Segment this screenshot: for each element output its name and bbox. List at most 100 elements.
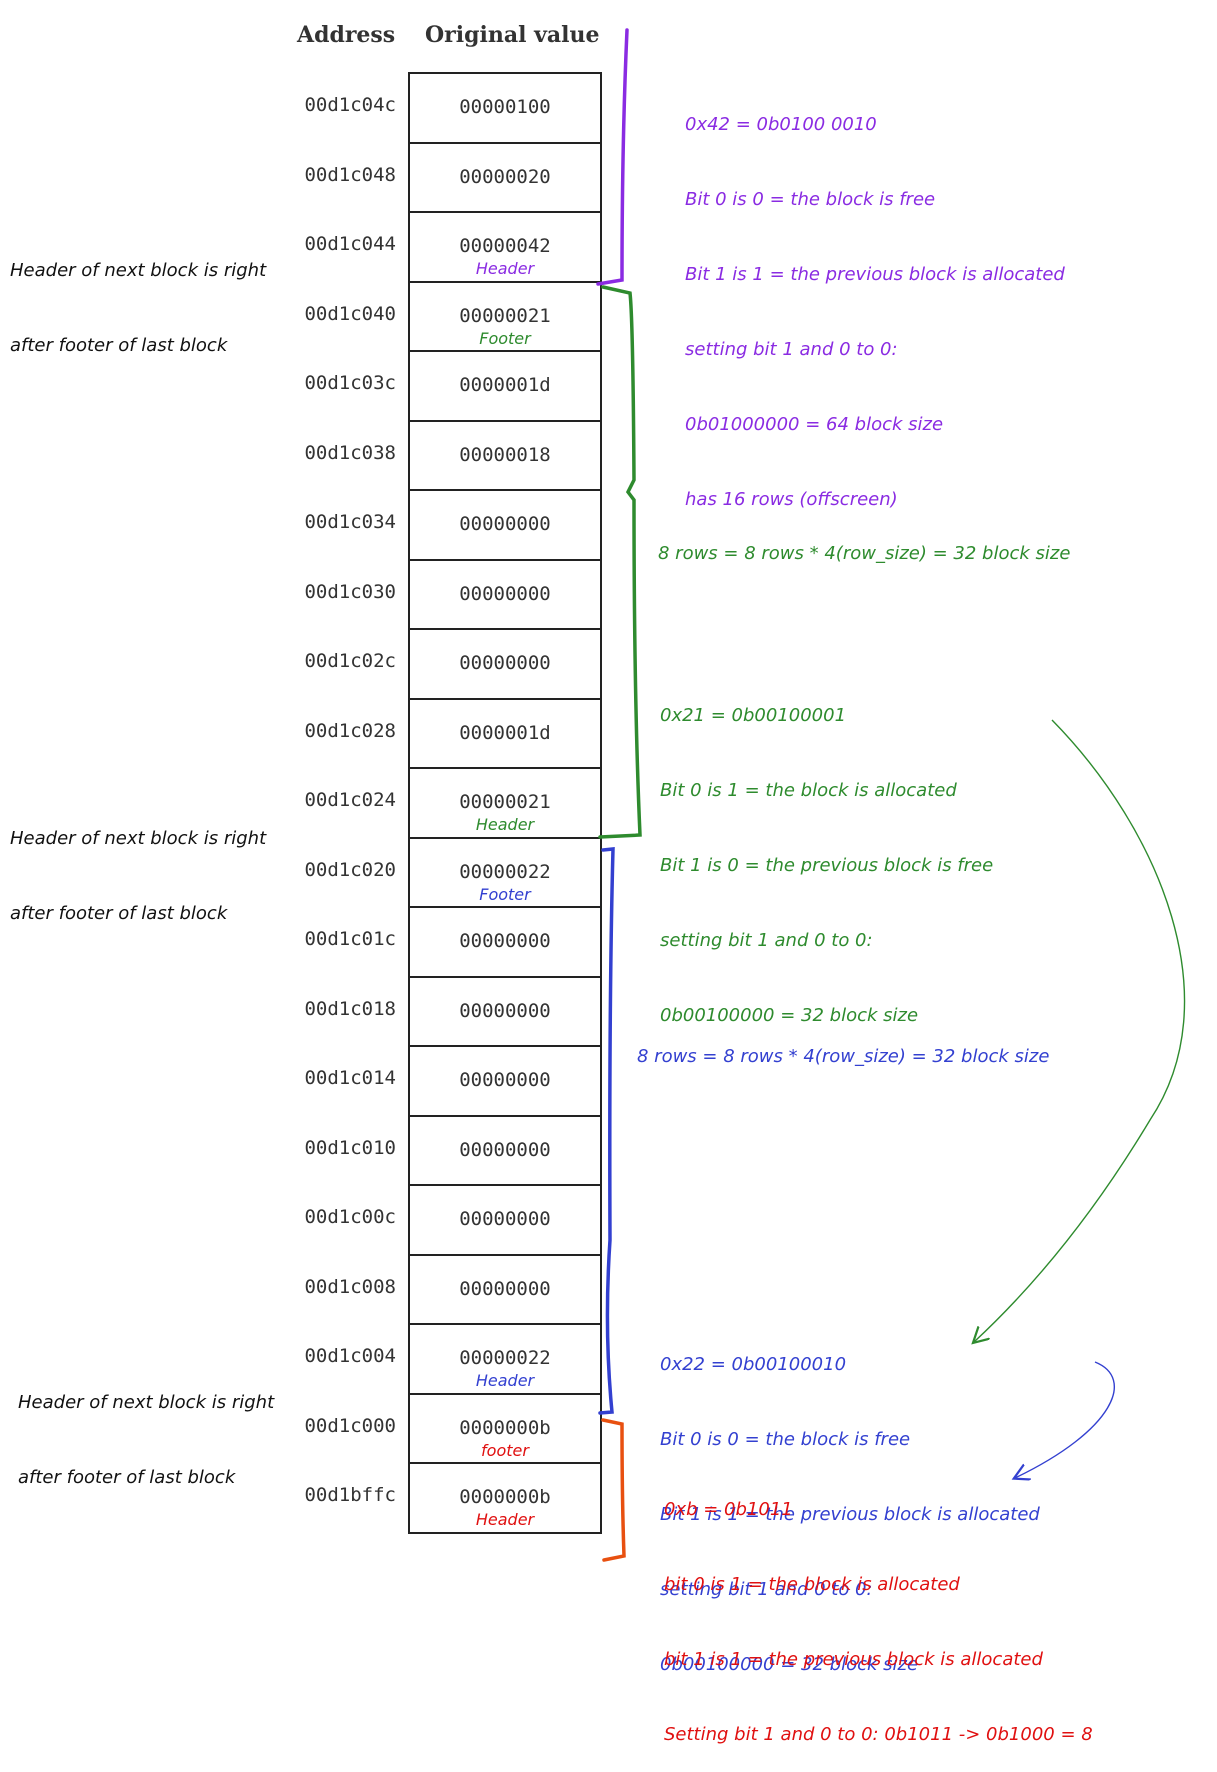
memory-value: 00000021 (459, 791, 551, 813)
memory-value: 0000001d (459, 721, 551, 744)
blue-arrow (1015, 1361, 1115, 1478)
memory-value: 00000021 (459, 304, 551, 327)
memory-value: 0000000b (459, 1486, 551, 1508)
side-note-line: after footer of last block (10, 335, 228, 356)
blue-bracket (598, 847, 615, 1415)
side-note-3: Header of next block is right after foot… (18, 1340, 274, 1515)
side-note-2: Header of next block is right after foot… (10, 776, 266, 951)
green-rows-note: 8 rows = 8 rows * 4(row_size) = 32 block… (658, 543, 1071, 564)
memory-value: 00000000 (459, 652, 551, 674)
green-bracket (598, 285, 642, 839)
address-label: 00d1c024 (304, 789, 396, 811)
block-tag: Header (475, 259, 535, 278)
memory-value: 00000022 (459, 1347, 551, 1369)
block-tag: Header (475, 815, 535, 834)
note-line: 0x22 = 0b00100010 (660, 1354, 847, 1375)
memory-row: 00000000 (410, 1186, 600, 1256)
address-label: 00d1c018 (304, 997, 396, 1020)
memory-value: 00000000 (459, 930, 551, 952)
address-label: 00d1c034 (304, 511, 396, 533)
memory-value: 00000000 (459, 1277, 551, 1300)
purple-bracket (596, 28, 629, 286)
red-bracket (601, 1418, 626, 1562)
memory-value: 00000000 (459, 999, 551, 1022)
note-line: Bit 0 is 0 = the block is free (685, 189, 936, 210)
green-block-note: 0x21 = 0b00100001 Bit 0 is 1 = the block… (660, 653, 993, 1053)
note-line: 0b00100000 = 32 block size (660, 1005, 919, 1026)
memory-value: 00000018 (459, 443, 551, 466)
address-label: 00d1c004 (304, 1345, 396, 1367)
memory-row: 00000000 (410, 561, 600, 630)
purple-block-note: 0x42 = 0b0100 0010 Bit 0 is 0 = the bloc… (685, 62, 1065, 537)
note-line: 0b01000000 = 64 block size (685, 414, 944, 435)
note-line: setting bit 1 and 0 to 0: (660, 930, 873, 951)
address-label: 00d1c000 (304, 1414, 396, 1437)
memory-row: 00000018 (410, 422, 600, 491)
address-label: 00d1c00c (304, 1206, 396, 1228)
memory-row: 00000100 (410, 74, 600, 144)
side-note-line: after footer of last block (18, 1467, 236, 1488)
note-line: Bit 1 is 1 = the previous block is alloc… (660, 1504, 1040, 1525)
address-label: 00d1c01c (304, 928, 396, 950)
memory-row: 00000000 (410, 630, 600, 700)
note-line: 0x42 = 0b0100 0010 (685, 114, 877, 135)
address-label: 00d1c028 (304, 719, 396, 742)
address-label: 00d1c04c (304, 94, 396, 116)
note-line: bit 0 is 1 = the block is allocated (664, 1574, 960, 1595)
side-note-line: after footer of last block (10, 903, 228, 924)
block-tag: Header (475, 1371, 535, 1390)
note-line: Bit 1 is 1 = the previous block is alloc… (685, 264, 1065, 285)
address-label: 00d1c020 (304, 858, 396, 881)
block-tag: Header (475, 1510, 535, 1529)
address-label: 00d1bffc (304, 1484, 396, 1506)
memory-value: 00000100 (459, 96, 551, 118)
address-column-header: Address (297, 22, 396, 48)
memory-row: 00000000 (410, 491, 600, 561)
side-note-line: Header of next block is right (18, 1392, 275, 1413)
side-note-line: Header of next block is right (10, 828, 267, 849)
side-note-line: Header of next block is right (10, 260, 267, 281)
address-label: 00d1c044 (304, 233, 396, 255)
value-column-header: Original value (425, 22, 600, 48)
note-line: has 16 rows (offscreen) (685, 489, 898, 510)
memory-value: 00000000 (459, 1208, 551, 1230)
note-line: Bit 0 is 0 = the block is free (660, 1429, 911, 1450)
memory-value: 0000001d (459, 374, 551, 396)
address-label: 00d1c02c (304, 650, 396, 672)
block-tag: footer (481, 1440, 529, 1460)
address-label: 00d1c040 (304, 302, 396, 325)
note-line: Bit 0 is 1 = the block is allocated (660, 780, 957, 801)
annotation-overlay (596, 28, 1186, 1562)
blue-rows-note: 8 rows = 8 rows * 4(row_size) = 32 block… (637, 1046, 1050, 1067)
address-label: 00d1c010 (304, 1136, 396, 1159)
memory-value: 00000000 (459, 582, 551, 605)
block-tag: Footer (479, 884, 531, 904)
address-label: 00d1c030 (304, 580, 396, 603)
memory-value: 00000000 (459, 513, 551, 535)
memory-row: 00000020 (410, 144, 600, 213)
memory-row: 00000000 (410, 1117, 600, 1186)
address-label: 00d1c03c (304, 372, 396, 394)
green-arrow (974, 719, 1186, 1342)
memory-value: 00000000 (459, 1138, 551, 1161)
memory-value: 00000000 (459, 1069, 551, 1091)
note-line: setting bit 1 and 0 to 0: (685, 339, 898, 360)
address-label: 00d1c014 (304, 1067, 396, 1089)
address-label: 00d1c038 (304, 441, 396, 464)
memory-row: 0000001d (410, 352, 600, 422)
memory-row: 00000000 (410, 978, 600, 1047)
note-line: 0x21 = 0b00100001 (660, 705, 847, 726)
memory-value: 00000022 (459, 860, 551, 883)
block-tag: Footer (479, 328, 531, 348)
memory-row: 00000000 (410, 908, 600, 978)
note-line: setting bit 1 and 0 to 0: (660, 1579, 873, 1600)
memory-row: 00000000 (410, 1047, 600, 1117)
